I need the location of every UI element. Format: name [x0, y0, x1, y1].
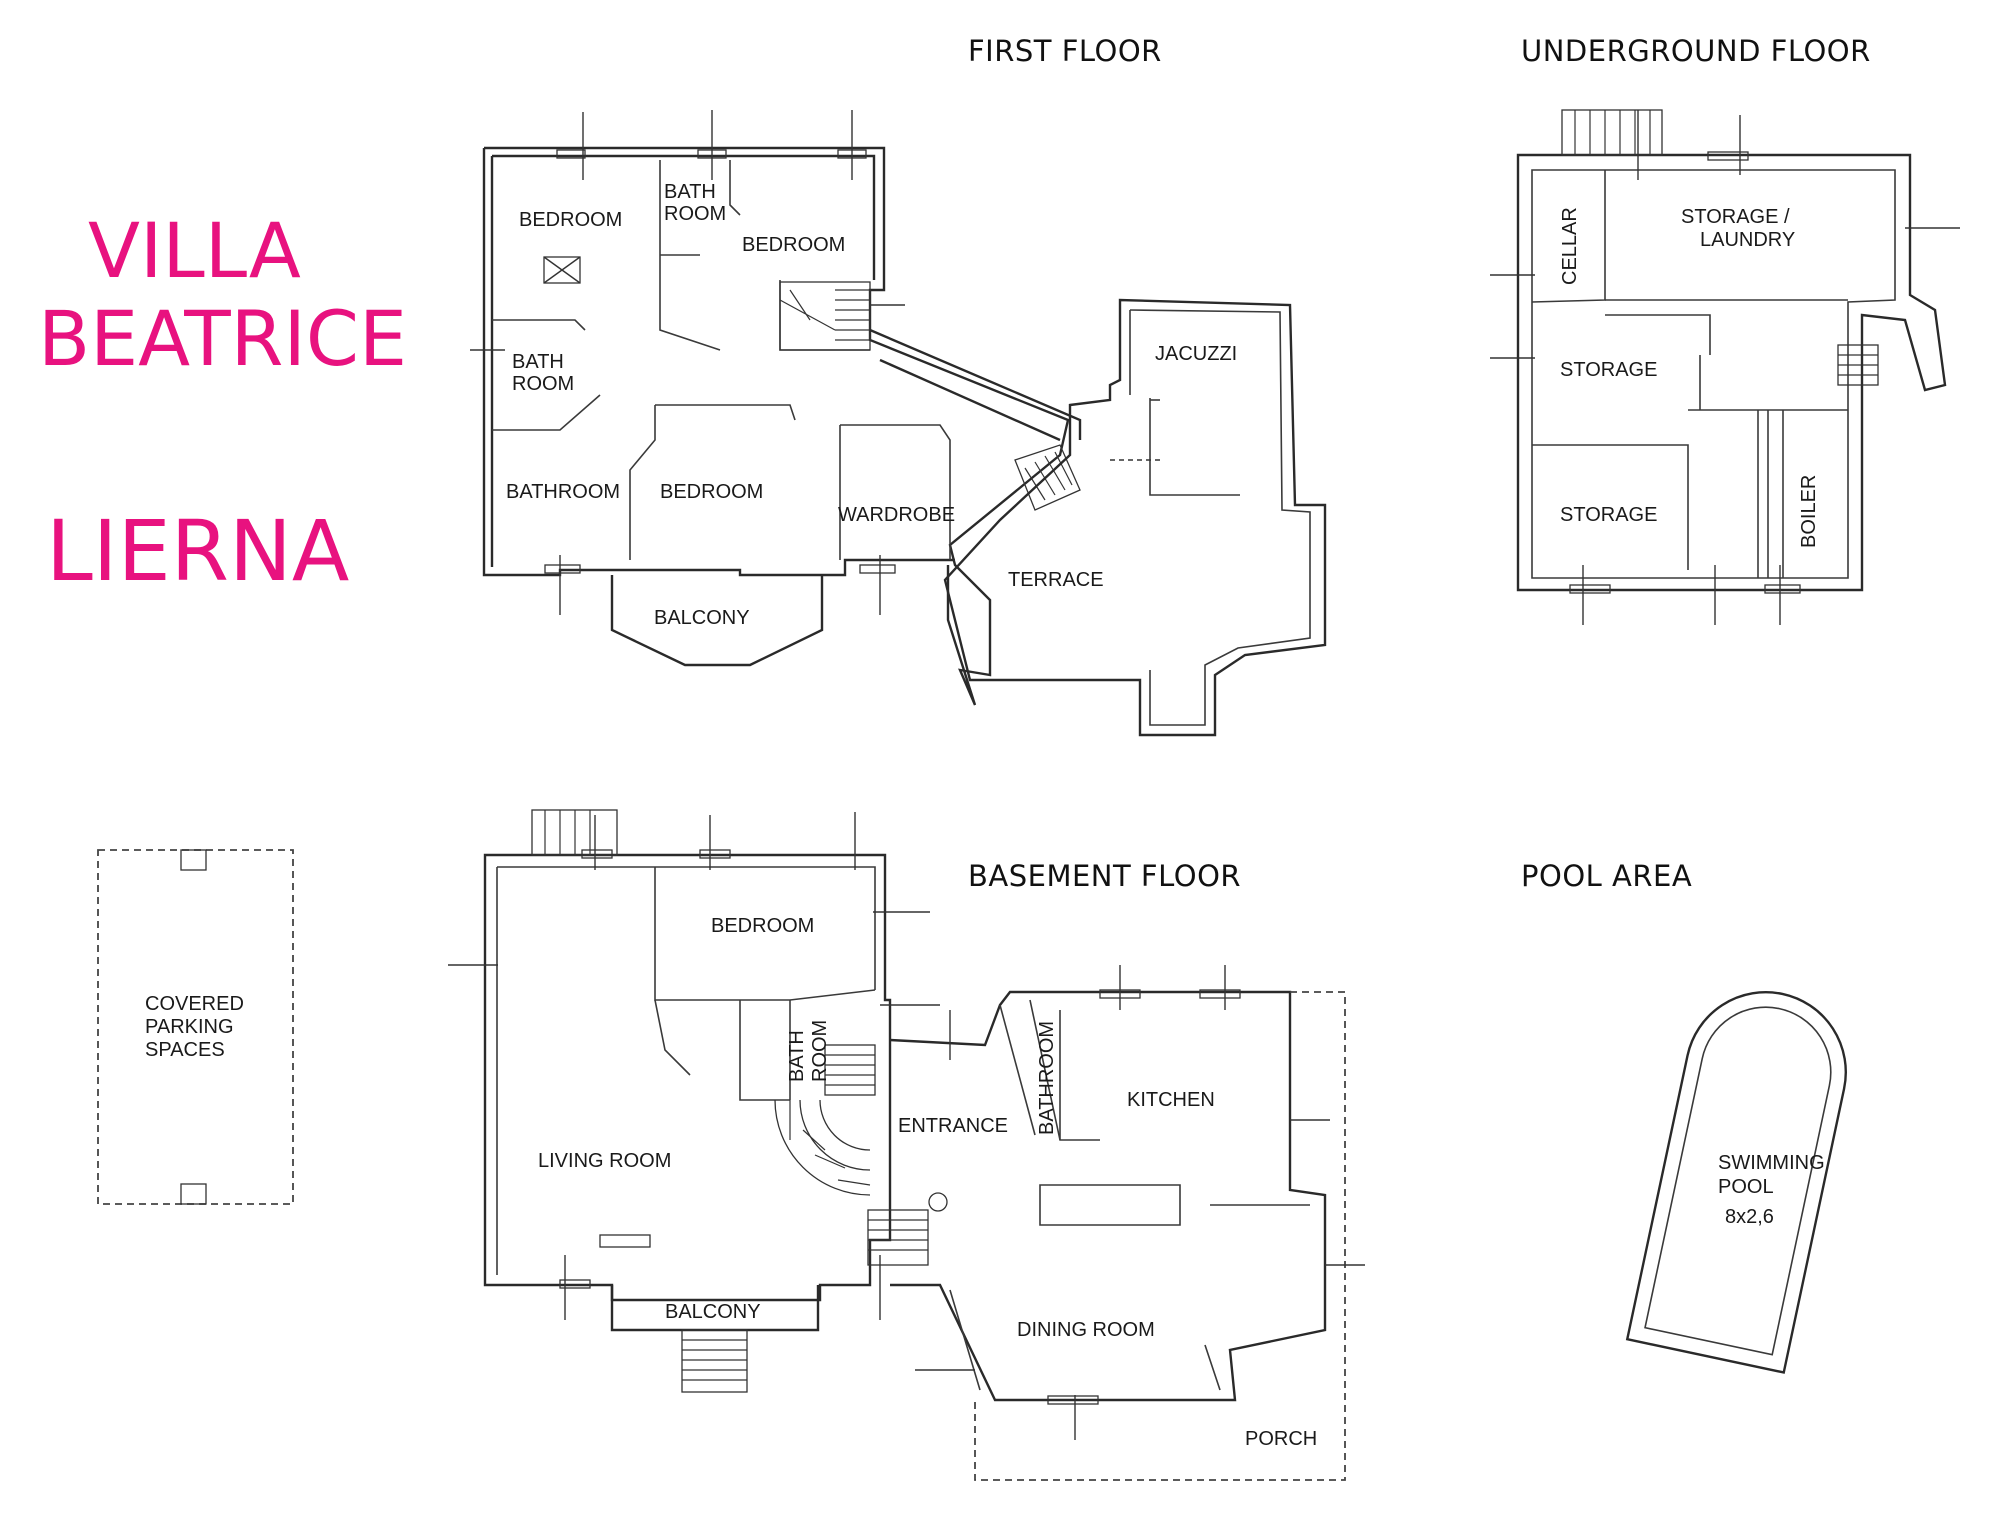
- parking-label-1: COVERED: [145, 993, 244, 1015]
- parking-label-3: SPACES: [145, 1039, 225, 1061]
- entrance-label: ENTRANCE: [898, 1115, 1008, 1137]
- kitchen-label: KITCHEN: [1127, 1089, 1215, 1111]
- brand-block: VILLA BEATRICE LIERNA: [38, 206, 407, 600]
- porch-outline: [974, 991, 1346, 1481]
- underground-storage-label-2: STORAGE: [1560, 504, 1657, 526]
- brand-name-line1: VILLA: [88, 206, 301, 295]
- first-bedroom-nw-label: BEDROOM: [519, 209, 622, 231]
- first-bath-left-label-1: BATH: [512, 351, 564, 373]
- basement-bath-label-1: BATH: [786, 1030, 808, 1082]
- first-bath-top-label-2: ROOM: [664, 203, 726, 225]
- cellar-label: CELLAR: [1559, 207, 1581, 285]
- terrace-wall: [943, 298, 1327, 737]
- first-bedroom-ne-label: BEDROOM: [742, 234, 845, 256]
- brand-name-line2: BEATRICE: [38, 294, 407, 383]
- storage-laundry-label-2: LAUNDRY: [1700, 229, 1795, 251]
- brand-location: LIERNA: [46, 502, 349, 600]
- first-floor-plan: BEDROOM BATH ROOM BEDROOM BATH ROOM BATH…: [470, 110, 1327, 737]
- underground-floor-title: UNDERGROUND FLOOR: [1521, 34, 1871, 68]
- first-bathroom-label: BATHROOM: [506, 481, 620, 503]
- swimming-pool: SWIMMING POOL 8x2,6: [1625, 991, 1847, 1374]
- storage-laundry-label-1: STORAGE /: [1681, 206, 1790, 228]
- first-bedroom-s-label: BEDROOM: [660, 481, 763, 503]
- basement-balcony-label: BALCONY: [665, 1301, 761, 1323]
- living-room-label: LIVING ROOM: [538, 1150, 671, 1172]
- underground-floor-plan: STORAGE / LAUNDRY CELLAR STORAGE STORAGE…: [1490, 109, 1960, 625]
- pool-size-label: 8x2,6: [1725, 1206, 1774, 1228]
- underground-storage-label-1: STORAGE: [1560, 359, 1657, 381]
- basement-bedroom-label: BEDROOM: [711, 915, 814, 937]
- pool-label-2: POOL: [1718, 1176, 1774, 1198]
- dining-room-label: DINING ROOM: [1017, 1319, 1155, 1341]
- terrace-label: TERRACE: [1008, 569, 1104, 591]
- parking-label-2: PARKING: [145, 1016, 234, 1038]
- first-bath-top-label-1: BATH: [664, 181, 716, 203]
- first-balcony-label: BALCONY: [654, 607, 750, 629]
- pool-area-title: POOL AREA: [1521, 859, 1692, 893]
- first-floor-outer-wall: [484, 146, 1070, 706]
- wardrobe-label: WARDROBE: [838, 504, 955, 526]
- jacuzzi-label: JACUZZI: [1155, 343, 1237, 365]
- first-floor-main-outline: [482, 148, 955, 577]
- covered-parking: COVERED PARKING SPACES: [97, 849, 294, 1205]
- basement-bathroom-label: BATHROOM: [1036, 1021, 1058, 1135]
- basement-floor-plan: BEDROOM BATH ROOM LIVING ROOM ENTRANCE B…: [448, 809, 1365, 1481]
- first-floor-balcony-wall: [610, 575, 824, 667]
- basement-bath-label-2: ROOM: [809, 1020, 831, 1082]
- pool-label-1: SWIMMING: [1718, 1152, 1825, 1174]
- underground-outer-wall: [1516, 153, 1947, 592]
- boiler-label: BOILER: [1798, 475, 1820, 548]
- first-bath-left-label-2: ROOM: [512, 373, 574, 395]
- porch-label: PORCH: [1245, 1428, 1317, 1450]
- basement-floor-title: BASEMENT FLOOR: [968, 859, 1241, 893]
- first-floor-title: FIRST FLOOR: [968, 34, 1162, 68]
